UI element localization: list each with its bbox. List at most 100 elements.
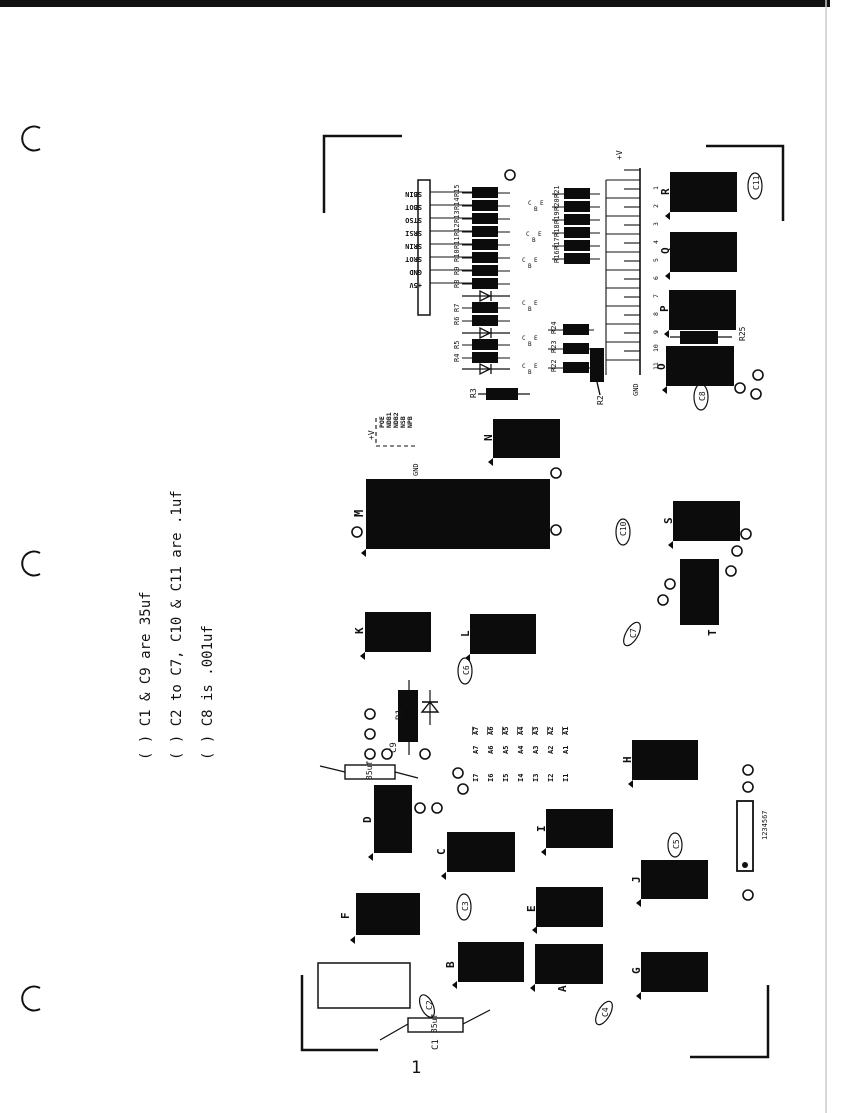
c6-label: C6 [462,665,471,675]
resistor-column-left: R4 R5 R6 R7 R8 R9 R10 R11 R12 R13 R14 R1… [453,184,510,376]
edge-pin-10: 10 [652,344,660,352]
chip-t-label: T [706,629,719,636]
pin1-markers [350,212,673,1000]
chip-g: G [630,952,708,992]
tr1-c: C [522,363,526,370]
chip-i-label: I [535,825,548,832]
tr6-b: B [534,206,538,213]
addr-a6: A6 [487,746,495,754]
r21-label: R21 [553,185,561,198]
r19-label: R19 [553,211,561,224]
out-ndb1: NDB1 [385,412,393,428]
signal-connector: +5V GND SROT SRIN SRSI STSO SBOT SBIN [405,179,472,316]
tr6-e: E [540,200,544,207]
r18-label: R18 [553,224,561,237]
r8: R8 [453,278,510,289]
chip-h: H [621,740,698,780]
capacitor-c3: C3 [456,893,472,921]
r3-label: R3 [469,388,478,398]
capacitor-c10: C10 [615,518,631,546]
conn-sbin: SBIN [405,190,422,198]
conn-srsi: SRSI [405,229,422,237]
tr4-b: B [528,263,532,270]
capacitor-c5: C5 [667,832,683,858]
addr-i2: I2 [547,774,555,782]
addr-a3-bar: A3 [532,727,540,735]
resistor-column-mid: R22 R23 R24 [548,321,594,373]
conn-sbot: SBOT [405,203,422,211]
corner-bracket-top-left [322,134,402,213]
conn-srin: SRIN [405,242,422,250]
r10-label: R10 [453,249,461,262]
chip-o: O [655,346,734,386]
chip-n-label: N [482,434,495,441]
switch-numbers: 1234567 [761,810,769,840]
edge-pin-7: 7 [652,294,660,298]
edge-pin-11: 11 [652,362,660,370]
r1-label: R1 [395,709,405,720]
c10-label: C10 [619,521,628,536]
blank-label-area [317,962,411,1009]
edge-pin-1: 1 [652,186,660,190]
r16-label: R16 [553,250,561,263]
r23: R23 [548,340,594,354]
r4: R4 [453,352,510,363]
chip-n: N [482,419,560,458]
r7-label: R7 [453,304,461,312]
r18: R18 [552,224,600,238]
r5-label: R5 [453,341,461,349]
edge-connector: +V GND 1 2 3 4 5 6 7 8 9 10 11 [605,150,660,396]
note-3-text: ( ) C8 is .001uf [200,625,216,760]
edge-plus-v: +V [615,150,624,160]
c9-label: C9 [389,742,399,753]
r12: R12 [453,223,510,237]
dip-switch: 1234567 [736,800,769,872]
chip-h-label: H [621,756,634,763]
chip-m: M [352,479,550,549]
r14: R14 [453,197,510,211]
c3-label: C3 [461,901,470,911]
r17: R17 [552,237,600,251]
chip-e-label: E [525,905,538,912]
r21: R21 [552,185,600,199]
chip-e: E [525,887,603,927]
binder-hole-top [21,125,41,152]
addr-i3: I3 [532,774,540,782]
conn-stso: STSO [405,216,422,224]
out-nsb: NSB [399,416,407,428]
resistor-r2: R2 [590,348,605,405]
r10: R10 [453,249,510,263]
addr-a7: A7 [472,746,480,754]
c9-value: 35uf [365,761,374,780]
tr5-e: E [538,231,542,238]
corner-bracket-bottom-left [300,975,378,1052]
mounting-holes [351,169,764,901]
addr-a6-bar: A6 [487,727,495,735]
chip-l: L [459,614,536,654]
tr3-c: C [522,300,526,307]
c1-label: C1 [431,1039,441,1050]
chip-c: C [435,832,515,872]
chip-o-label: O [655,363,668,370]
capacitor-c1: 35uf C1 [379,1009,491,1050]
tr2-b: B [528,341,532,348]
edge-pin-6: 6 [652,276,660,280]
chip-t: T [680,559,719,636]
tr1-b: B [528,369,532,376]
capacitor-c8: C8 [693,383,709,411]
addr-a1: A1 [562,746,570,754]
edge-pin-8: 8 [652,312,660,316]
chip-s: S [662,501,740,541]
chip-k-label: K [353,627,366,634]
r17-label: R17 [553,237,561,250]
tr2-c: C [522,335,526,342]
corner-bracket-bottom-right [690,985,770,1059]
chip-q-label: Q [659,247,672,254]
c11-label: C11 [752,175,761,190]
r7: R7 [453,302,510,313]
address-labels: I7 I6 I5 I4 I3 I2 I1 A7 A6 A5 A4 A3 A2 A… [472,727,570,782]
r13: R13 [453,210,510,224]
c4-label: C4 [601,1007,610,1017]
r5: R5 [453,339,510,350]
